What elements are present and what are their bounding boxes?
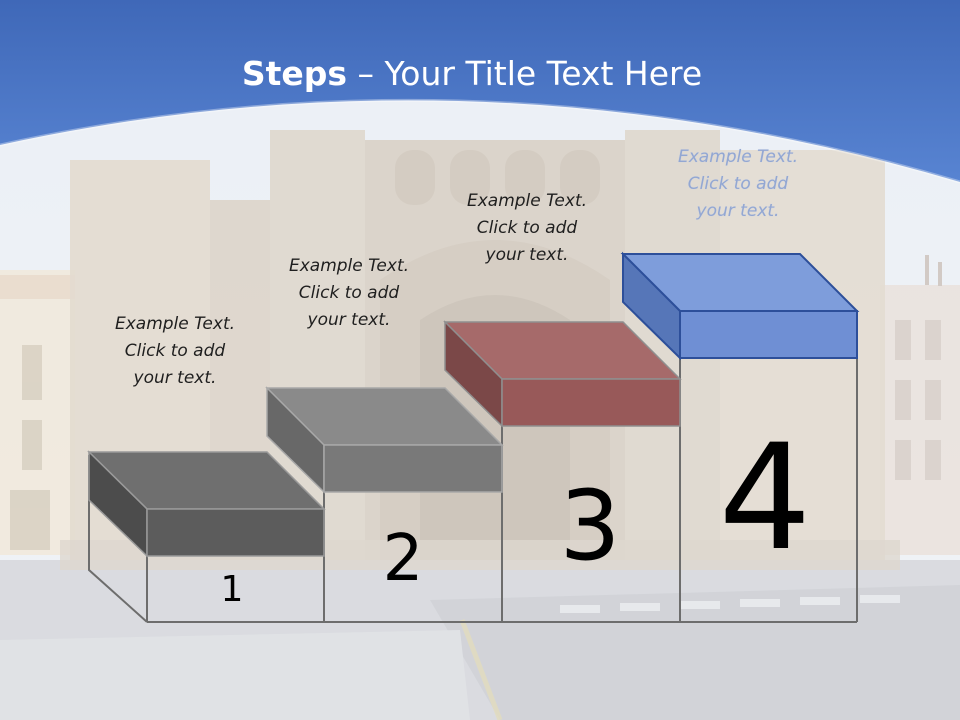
- step-label-line: your text.: [307, 310, 391, 330]
- step-label-line: Example Text.: [288, 256, 410, 276]
- title-rest: – Your Title Text Here: [347, 54, 703, 93]
- step-label-line: your text.: [133, 368, 217, 388]
- step-number-2: 2: [382, 522, 424, 596]
- step-label-line: your text.: [696, 201, 780, 221]
- step-box-2[interactable]: [265, 386, 504, 494]
- step-label-line: your text.: [485, 245, 569, 265]
- step-label-line: Click to add: [298, 283, 400, 303]
- title-bold: Steps: [241, 54, 348, 93]
- step-label-line: Example Text.: [677, 147, 799, 167]
- step-number-4: 4: [718, 413, 812, 583]
- step-box-4[interactable]: [620, 251, 860, 361]
- step-number-1: 1: [220, 569, 244, 610]
- step-label-3[interactable]: Example Text. Click to add your text.: [427, 188, 627, 269]
- step-number-3: 3: [559, 470, 621, 582]
- step-label-4[interactable]: Example Text. Click to add your text.: [638, 144, 838, 225]
- step-box-1[interactable]: [87, 450, 326, 558]
- step-label-line: Click to add: [687, 174, 789, 194]
- step-label-line: Click to add: [476, 218, 578, 238]
- step-label-line: Click to add: [124, 341, 226, 361]
- step-label-line: Example Text.: [114, 314, 236, 334]
- step-label-line: Example Text.: [466, 191, 588, 211]
- step-label-2[interactable]: Example Text. Click to add your text.: [249, 253, 449, 334]
- step-label-1[interactable]: Example Text. Click to add your text.: [75, 311, 275, 392]
- slide-title[interactable]: Steps – Your Title Text Here: [0, 52, 944, 96]
- step-box-3[interactable]: [443, 320, 682, 428]
